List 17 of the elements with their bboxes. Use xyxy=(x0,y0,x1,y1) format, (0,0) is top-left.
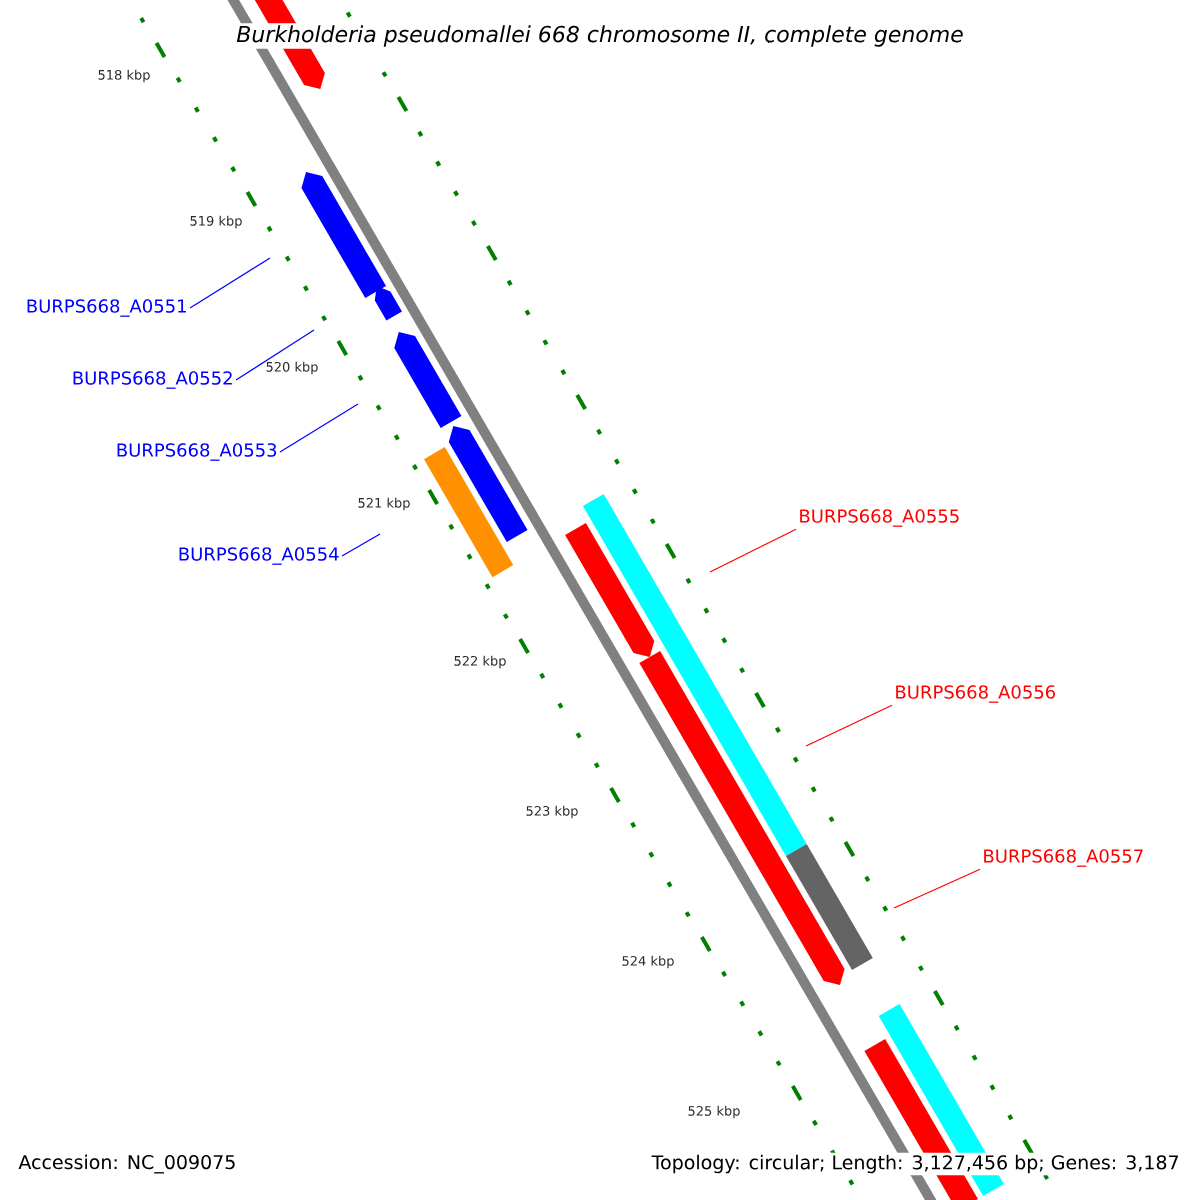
gene-label: BURPS668_A0552 xyxy=(73,371,232,389)
leader-line xyxy=(893,868,981,909)
gene-label: BURPS668_A0555 xyxy=(800,509,959,527)
leader-line xyxy=(279,403,359,453)
accession-text: Accession: NC_009075 xyxy=(16,1152,239,1176)
leader-line xyxy=(709,528,797,573)
leader-line xyxy=(189,257,271,309)
gene-label: BURPS668_A0557 xyxy=(984,849,1143,867)
gene-label: BURPS668_A0553 xyxy=(117,443,277,461)
genome-info-text: Topology: circular; Length: 3,127,456 bp; Genes: 3,187 xyxy=(649,1152,1182,1176)
gene-label: BURPS668_A0551 xyxy=(27,299,186,317)
gene-label: BURPS668_A0554 xyxy=(179,547,339,565)
leader-line xyxy=(805,704,893,747)
title: Burkholderia pseudomallei 668 chromosome II, complete genome xyxy=(234,23,966,49)
leader-line xyxy=(235,329,315,381)
leader-line xyxy=(341,533,381,557)
gene-label: BURPS668_A0556 xyxy=(896,685,1056,703)
